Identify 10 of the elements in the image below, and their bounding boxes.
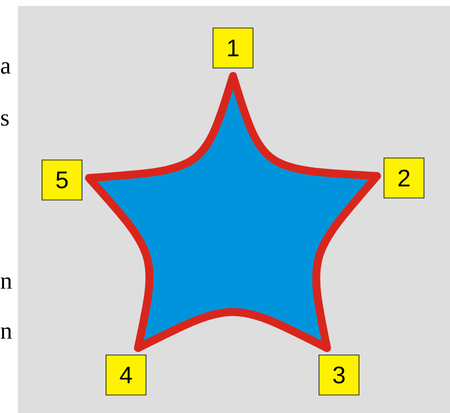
text-fragment: s <box>1 114 9 126</box>
number-box: 4 <box>106 354 146 396</box>
text-fragment: a <box>1 62 11 74</box>
number-box: 5 <box>42 160 82 200</box>
text-fragment: n <box>0 327 12 339</box>
star-shape <box>85 72 381 352</box>
text-fragment: n <box>0 277 12 289</box>
number-box: 3 <box>318 354 360 396</box>
number-box: 2 <box>384 158 424 198</box>
number-box: 1 <box>212 28 254 68</box>
